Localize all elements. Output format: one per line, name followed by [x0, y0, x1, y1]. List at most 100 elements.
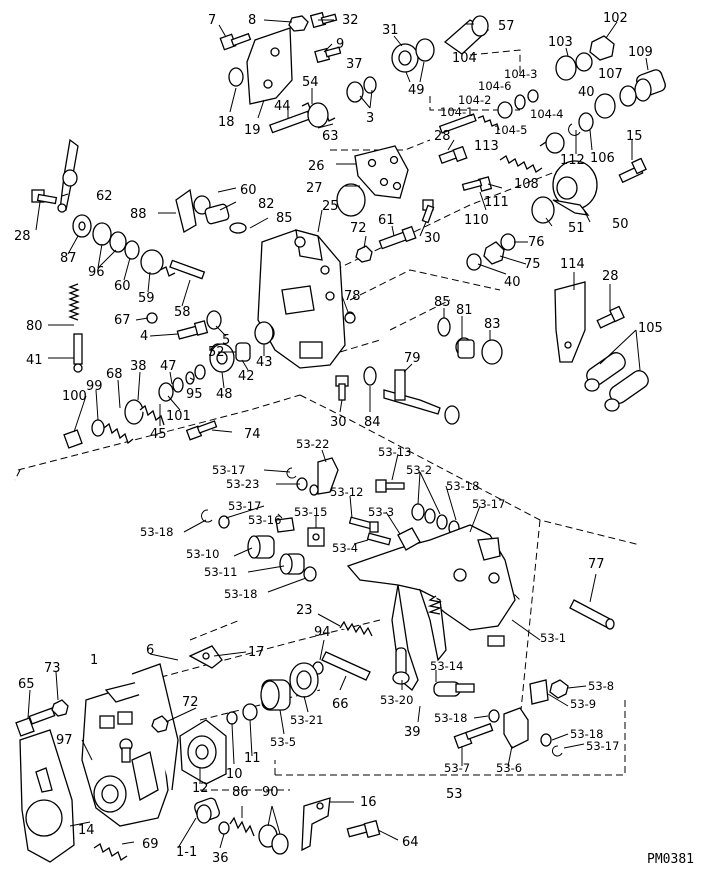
callout-47: 47 [160, 359, 177, 374]
callout-37: 37 [346, 57, 363, 72]
callout-112: 112 [560, 153, 585, 168]
callout-16: 16 [360, 795, 377, 810]
nut-8-icon [288, 15, 309, 32]
callout-17: 17 [248, 645, 265, 660]
bearing-53-21-icon [289, 662, 319, 698]
callout-11: 11 [244, 751, 261, 766]
washer-103-icon [555, 55, 577, 81]
callout-59: 59 [138, 291, 155, 306]
screw-74-icon [185, 420, 218, 441]
washer-53-18d-icon [488, 709, 500, 723]
callout-53-4: 53-4 [332, 541, 358, 555]
callout-77: 77 [588, 557, 605, 572]
bolt-61-icon [378, 225, 417, 250]
washer-53-2-icon [411, 503, 425, 521]
callout-28a: 28 [434, 129, 451, 144]
bolt-28b-icon [31, 189, 58, 205]
callout-5: 5 [222, 333, 230, 348]
bolt-53-13-icon [375, 479, 405, 493]
oring-27-icon [336, 183, 366, 217]
callout-51: 51 [568, 221, 585, 236]
washer-76-icon [500, 233, 516, 251]
callout-53-2: 53-2 [406, 463, 432, 477]
callout-114: 114 [560, 257, 585, 272]
bolt-7-icon [219, 32, 252, 51]
callout-53-13: 53-13 [378, 445, 411, 459]
callout-41: 41 [26, 353, 43, 368]
callout-labels: 7 8 32 9 31 57 102 103 109 104 54 37 49 … [14, 11, 663, 866]
bolt-64-icon [346, 819, 381, 839]
flange-12-icon [179, 719, 227, 785]
callout-23: 23 [296, 603, 313, 618]
bolt-53-7-icon [453, 722, 494, 749]
screw-28c-icon [596, 305, 625, 329]
bolt-53-4-icon [366, 532, 392, 546]
callout-104: 104 [452, 51, 477, 66]
callout-53-5: 53-5 [270, 735, 296, 749]
bush-5-icon [206, 310, 222, 330]
callout-42: 42 [238, 369, 255, 384]
top-parts [219, 11, 666, 271]
callout-81: 81 [456, 303, 473, 318]
middle-parts [31, 138, 649, 449]
clip-53-17d-icon [551, 745, 563, 757]
nut-72b-icon [151, 715, 169, 733]
callout-95: 95 [186, 387, 203, 402]
oring-84-icon [363, 366, 377, 386]
washer-10-icon [226, 711, 238, 725]
gasket-26-icon [354, 145, 409, 199]
shaft-53-20-icon [392, 647, 410, 685]
seal-43-icon [254, 321, 274, 345]
callout-53-7: 53-7 [444, 761, 470, 775]
callout-36: 36 [212, 851, 229, 866]
sleeve-57-icon [443, 15, 490, 55]
oring-51-icon [531, 196, 555, 224]
washer-36-icon [218, 821, 230, 835]
callout-100: 100 [62, 389, 87, 404]
callout-83: 83 [484, 317, 501, 332]
bolt-65-icon [15, 707, 56, 737]
callout-53-23: 53-23 [226, 477, 259, 491]
callout-38: 38 [130, 359, 147, 374]
callout-53-18e: 53-18 [570, 727, 603, 741]
callout-54: 54 [302, 75, 319, 90]
spring-54-icon [269, 102, 336, 134]
callout-44: 44 [274, 99, 291, 114]
nut-53-8-icon [549, 679, 569, 699]
bush-11-icon [242, 703, 258, 721]
callout-28c: 28 [602, 269, 619, 284]
callout-76: 76 [528, 235, 545, 250]
callout-64: 64 [402, 835, 419, 850]
clip-53-18b-icon [201, 509, 213, 523]
callout-18: 18 [218, 115, 235, 130]
callout-53-20: 53-20 [380, 693, 413, 707]
callout-107: 107 [598, 67, 623, 82]
roller-53-10-icon [247, 535, 305, 575]
callout-113: 113 [474, 139, 499, 154]
callout-104-4: 104-4 [530, 107, 563, 121]
washer-60b-icon [124, 240, 140, 260]
callout-67: 67 [114, 313, 131, 328]
spring-59-icon [140, 249, 206, 280]
callout-101: 101 [166, 409, 191, 424]
callout-28b: 28 [14, 229, 31, 244]
callout-49: 49 [408, 83, 425, 98]
callout-14: 14 [78, 823, 95, 838]
callout-53-18d: 53-18 [434, 711, 467, 725]
callout-15: 15 [626, 129, 643, 144]
callout-50: 50 [612, 217, 629, 232]
callout-60a: 60 [240, 183, 257, 198]
callout-86: 86 [232, 785, 249, 800]
callout-53-17d: 53-17 [586, 739, 619, 753]
callout-40b: 40 [504, 275, 521, 290]
bottom-parts [15, 645, 381, 863]
nut-67-icon [146, 312, 158, 324]
screw-28a-icon [438, 145, 468, 165]
callout-30a: 30 [424, 231, 441, 246]
stopper-assembly-icon [63, 364, 206, 449]
bolt-9-icon [314, 46, 342, 64]
callout-1: 1 [90, 653, 98, 668]
bolt-53-12-icon [348, 516, 379, 533]
bolt-53-14-icon [433, 681, 475, 697]
